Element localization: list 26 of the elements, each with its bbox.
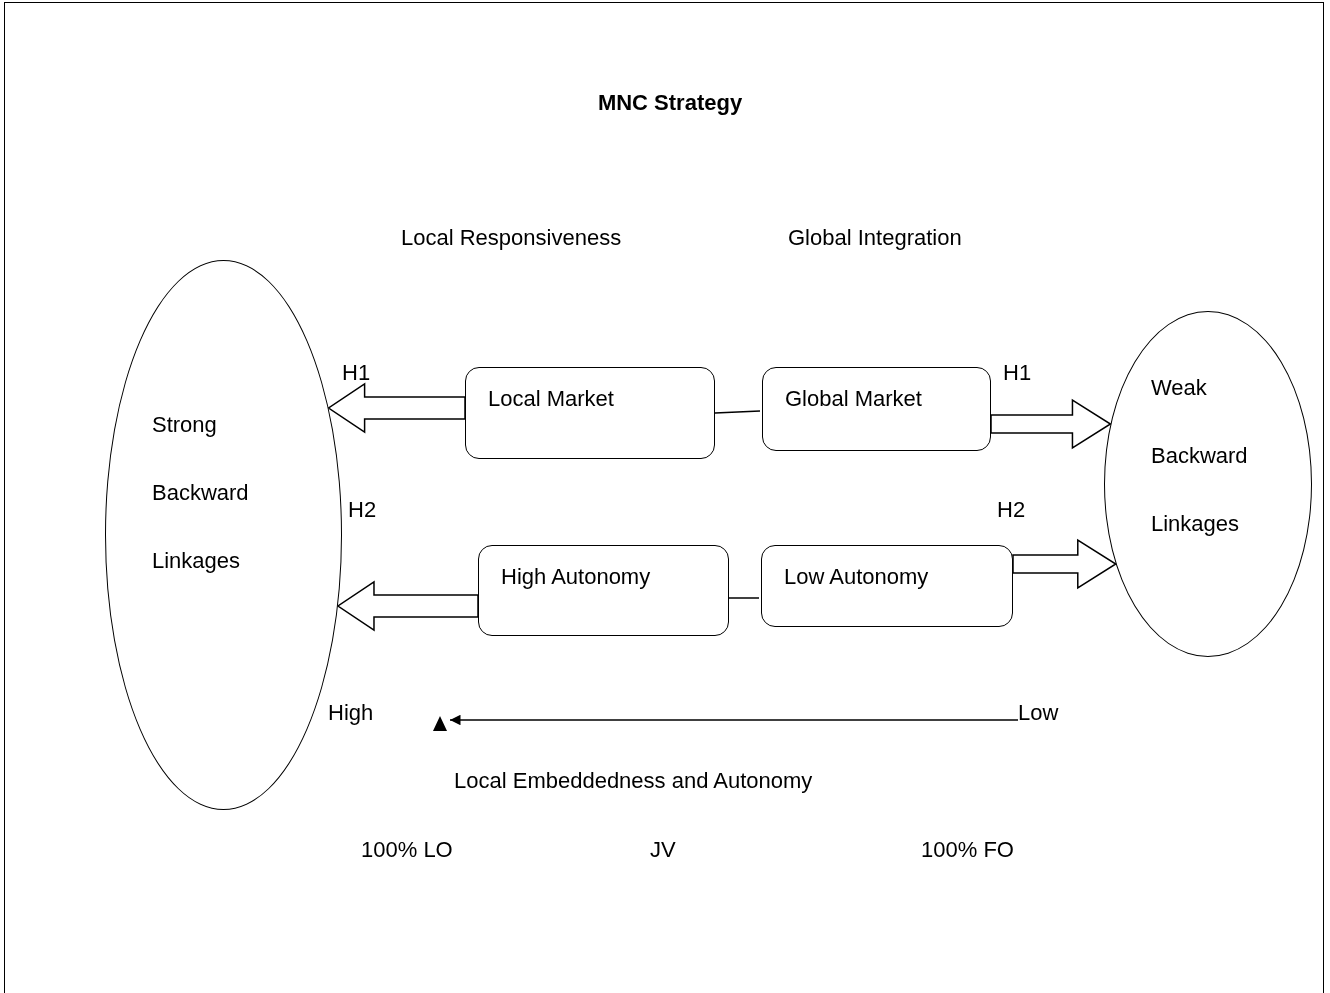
text-label: High (328, 700, 374, 726)
block-arrow (336, 580, 479, 632)
arrow (449, 714, 1019, 726)
edge-label: H1 (1003, 360, 1032, 386)
edge-label: H1 (342, 360, 371, 386)
text-label: JV (650, 837, 676, 863)
text-label: 100% LO (361, 837, 453, 863)
node-text: Strong Backward Linkages (152, 411, 250, 575)
block-arrow (990, 398, 1112, 450)
connector-line (728, 597, 760, 599)
process-box: Local Market (465, 367, 715, 459)
process-box: Global Market (762, 367, 991, 451)
text-label: Local Responsiveness (401, 225, 622, 251)
text-label: Local Embeddedness and Autonomy (454, 768, 813, 794)
text-label: Global Integration (788, 225, 962, 251)
text-label: 100% FO (921, 837, 1014, 863)
edge-label: H2 (997, 497, 1026, 523)
process-box: High Autonomy (478, 545, 729, 636)
axis-label: Low (1018, 700, 1068, 728)
block-arrow (327, 382, 466, 434)
title: MNC Strategy (596, 90, 744, 116)
process-box: Low Autonomy (761, 545, 1013, 627)
connector-line (714, 410, 761, 414)
edge-label: H2 (348, 497, 377, 523)
block-arrow (1012, 538, 1118, 590)
node-text: Weak Backward Linkages (1151, 374, 1249, 538)
